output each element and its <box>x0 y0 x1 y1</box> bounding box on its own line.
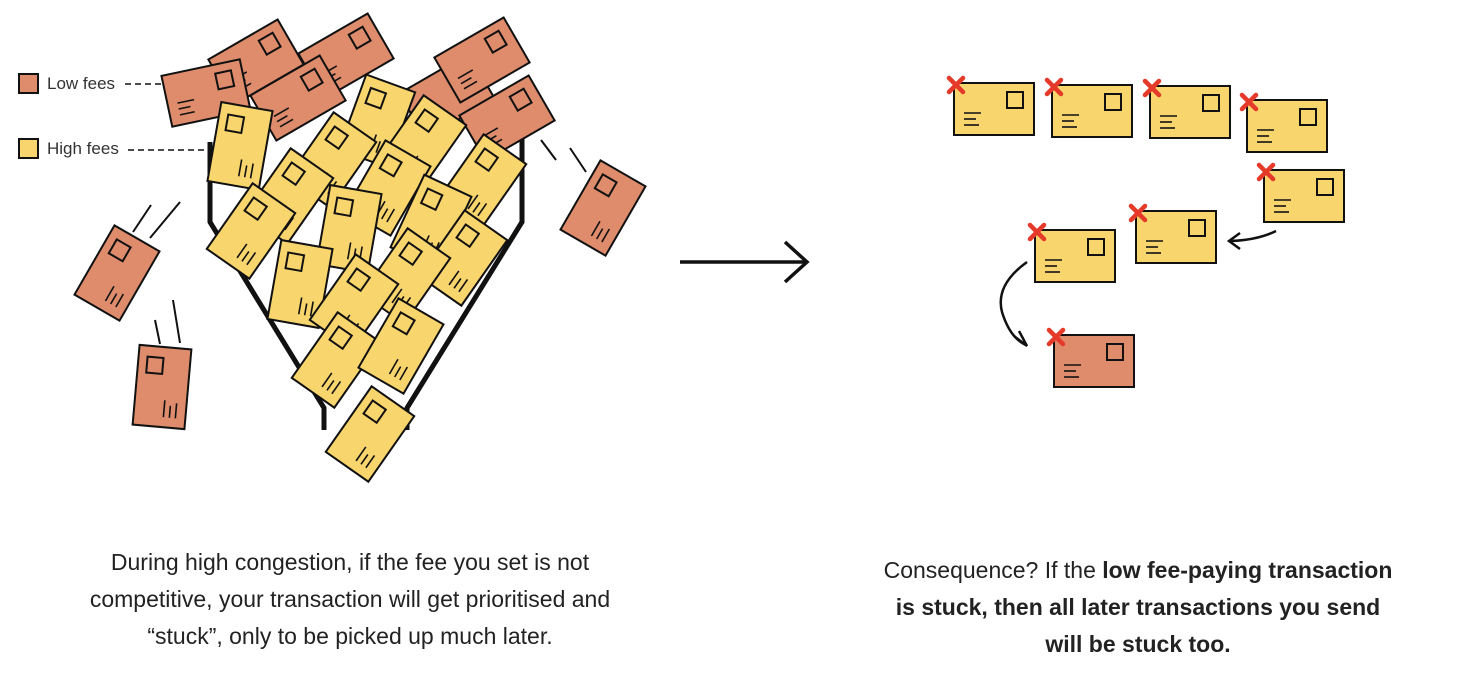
funnel-illustration <box>18 12 647 484</box>
x-mark-icon <box>946 75 966 95</box>
curved-arrow <box>999 260 1028 347</box>
x-mark-icon <box>1239 92 1259 112</box>
blocked-envelope <box>946 75 1035 136</box>
legend-high-fees-label: High fees <box>47 139 119 158</box>
motion-line <box>540 139 557 161</box>
right-caption-bold-3: will be stuck too. <box>1045 631 1231 657</box>
left-caption-line: competitive, your transaction will get p… <box>89 586 611 612</box>
right-caption-line-2: is stuck, then all later transactions yo… <box>838 589 1438 626</box>
motion-line <box>154 319 161 345</box>
high-fee-envelope <box>417 208 509 308</box>
left-caption: During high congestion, if the fee you s… <box>40 544 660 655</box>
blocked-envelope <box>1239 92 1328 153</box>
high-fee-envelope <box>205 181 297 281</box>
blocked-envelope <box>1142 78 1231 139</box>
blocked-envelope <box>1128 203 1217 264</box>
x-mark-icon <box>1046 327 1066 347</box>
legend-low-fees-swatch <box>18 73 39 94</box>
right-arrow-icon <box>680 240 810 284</box>
left-caption-line: During high congestion, if the fee you s… <box>110 549 590 575</box>
stuck-low-fee-envelope <box>1046 327 1135 388</box>
right-caption-bold-2: is stuck, then all later transactions yo… <box>895 594 1381 620</box>
high-fee-envelope <box>266 238 334 330</box>
curved-arrow-head <box>1013 330 1029 347</box>
low-fee-envelope <box>432 16 532 104</box>
low-fee-envelope-falling <box>131 343 193 431</box>
legend-low-fees-label: Low fees <box>47 74 116 93</box>
left-caption-line: “stuck”, only to be picked up much later… <box>147 623 553 649</box>
right-caption-bold-1: low fee-paying transaction <box>1102 557 1393 583</box>
right-caption: Consequence? If the low fee-paying trans… <box>838 552 1438 663</box>
x-mark-icon <box>1044 77 1064 97</box>
blocked-envelope <box>1044 77 1133 138</box>
low-fee-envelope-falling <box>73 223 161 323</box>
x-mark-icon <box>1027 222 1047 242</box>
motion-line <box>149 201 181 239</box>
low-fee-envelope-falling <box>559 158 647 258</box>
blocked-envelope <box>1256 162 1345 223</box>
stuck-transactions-chain <box>946 75 1345 388</box>
right-caption-line-3: will be stuck too. <box>838 626 1438 663</box>
x-mark-icon <box>1256 162 1276 182</box>
motion-line <box>172 299 181 344</box>
high-fee-envelope <box>290 310 382 410</box>
high-fee-envelope <box>206 100 274 192</box>
motion-line <box>569 147 587 173</box>
high-fee-envelope <box>357 296 445 396</box>
motion-line <box>132 204 152 233</box>
right-caption-plain: Consequence? If the <box>883 557 1103 583</box>
high-fee-envelope <box>324 384 416 484</box>
right-caption-line-1: Consequence? If the low fee-paying trans… <box>838 552 1438 589</box>
curved-arrow <box>1230 229 1277 243</box>
legend-high-fees-swatch <box>18 138 39 159</box>
curved-arrow-head <box>1226 231 1241 251</box>
blocked-envelope <box>1027 222 1116 283</box>
x-mark-icon <box>1128 203 1148 223</box>
x-mark-icon <box>1142 78 1162 98</box>
